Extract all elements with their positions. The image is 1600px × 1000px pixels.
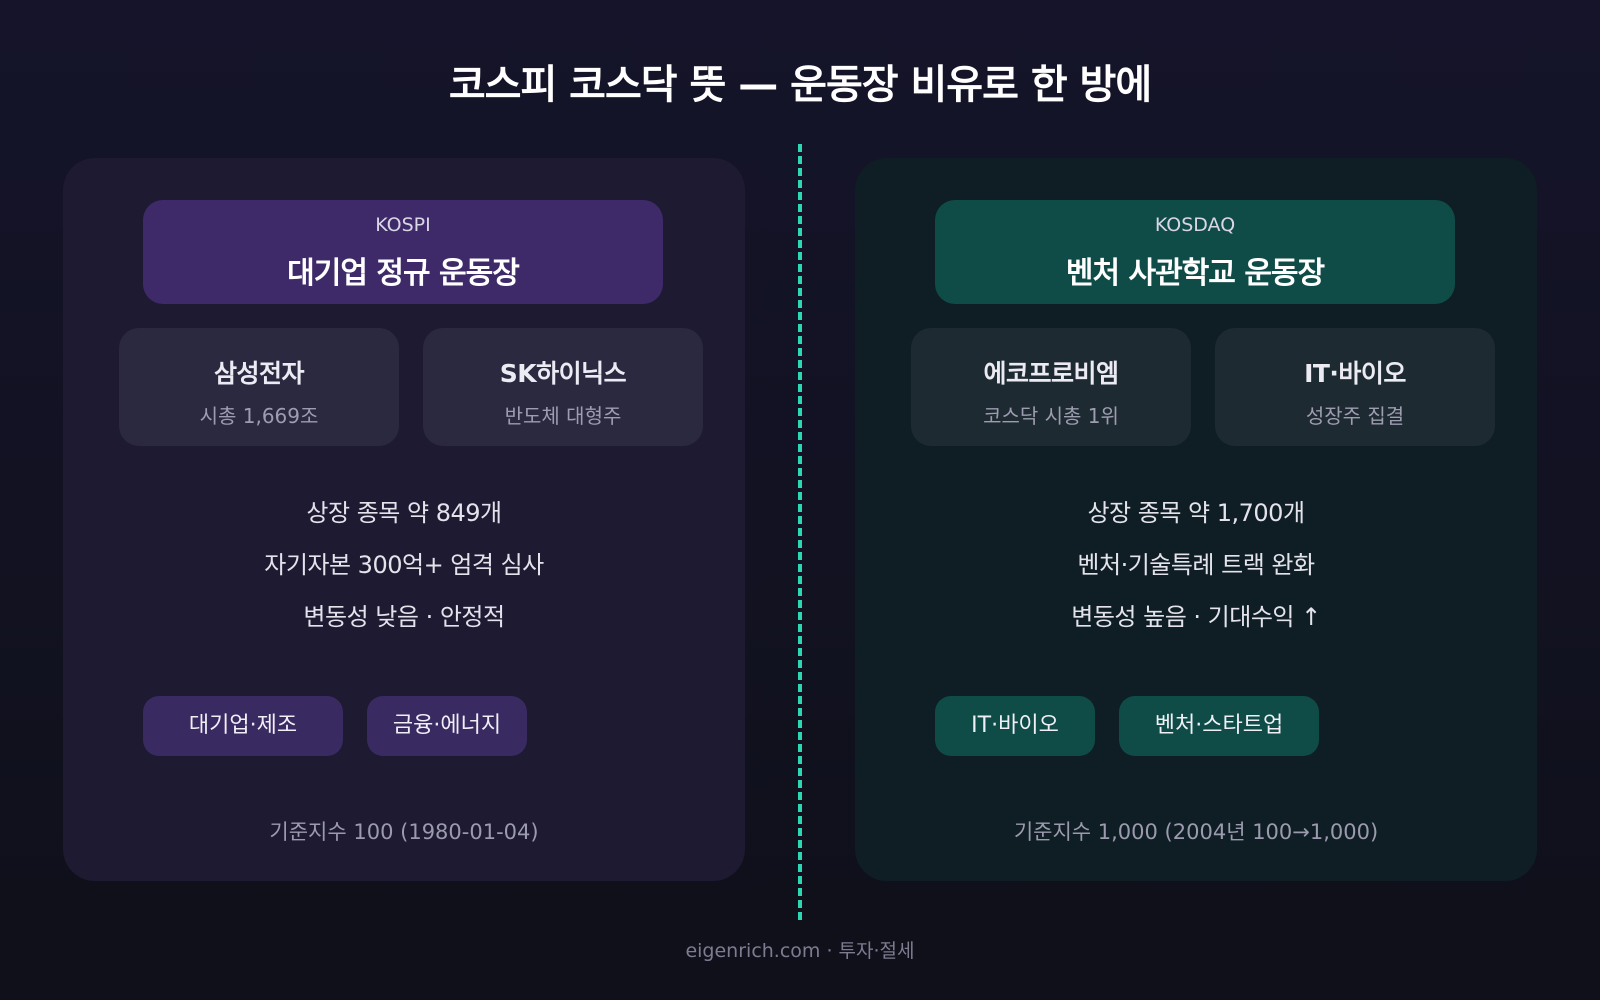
kosdaq-card-ecoprobm: 에코프로비엠 코스닥 시총 1위 (911, 328, 1191, 446)
kospi-tag-manufacturing: 대기업·제조 (143, 696, 343, 756)
kosdaq-feature-volatility: 변동성 높음 · 기대수익 ↑ (1071, 603, 1321, 631)
card-name: IT·바이오 (1304, 359, 1406, 388)
kospi-tag-finance: 금융·에너지 (367, 696, 527, 756)
kosdaq-tag-venture: 벤처·스타트업 (1119, 696, 1319, 756)
kospi-feature-volatility: 변동성 낮음 · 안정적 (303, 603, 505, 631)
card-name: SK하이닉스 (499, 359, 627, 388)
kospi-title: 대기업 정규 운동장 (287, 256, 520, 291)
kospi-card-samsung: 삼성전자 시총 1,669조 (119, 328, 399, 446)
kospi-feature-requirement: 자기자본 300억+ 엄격 심사 (264, 551, 544, 579)
kospi-card-skhynix: SK하이닉스 반도체 대형주 (423, 328, 703, 446)
kospi-panel: KOSPI 대기업 정규 운동장 삼성전자 시총 1,669조 SK하이닉스 반… (63, 158, 745, 881)
kosdaq-card-it-bio: IT·바이오 성장주 집결 (1215, 328, 1495, 446)
card-sub: 시총 1,669조 (199, 404, 319, 428)
kosdaq-title: 벤처 사관학교 운동장 (1065, 256, 1325, 291)
card-name: 에코프로비엠 (983, 359, 1119, 388)
card-sub: 반도체 대형주 (504, 404, 622, 428)
card-sub: 성장주 집결 (1305, 404, 1405, 428)
kospi-label: KOSPI (375, 214, 431, 236)
kospi-feature-listings: 상장 종목 약 849개 (306, 499, 502, 527)
kosdaq-label: KOSDAQ (1154, 214, 1236, 236)
kosdaq-feature-listings: 상장 종목 약 1,700개 (1087, 499, 1305, 527)
kospi-base-index-note: 기준지수 100 (1980-01-04) (269, 820, 539, 844)
kosdaq-base-index-note: 기준지수 1,000 (2004년 100→1,000) (1013, 820, 1379, 844)
kospi-header: KOSPI 대기업 정규 운동장 (143, 200, 663, 304)
site-credit: eigenrich.com · 투자·절세 (685, 940, 915, 962)
kosdaq-tag-it-bio: IT·바이오 (935, 696, 1095, 756)
card-name: 삼성전자 (213, 359, 305, 388)
card-sub: 코스닥 시총 1위 (983, 404, 1119, 428)
kosdaq-feature-requirement: 벤처·기술특례 트랙 완화 (1077, 551, 1315, 579)
center-divider (798, 144, 802, 920)
kosdaq-panel: KOSDAQ 벤처 사관학교 운동장 에코프로비엠 코스닥 시총 1위 IT·바… (855, 158, 1537, 881)
kosdaq-header: KOSDAQ 벤처 사관학교 운동장 (935, 200, 1455, 304)
page-title: 코스피 코스닥 뜻 — 운동장 비유로 한 방에 (448, 62, 1152, 108)
